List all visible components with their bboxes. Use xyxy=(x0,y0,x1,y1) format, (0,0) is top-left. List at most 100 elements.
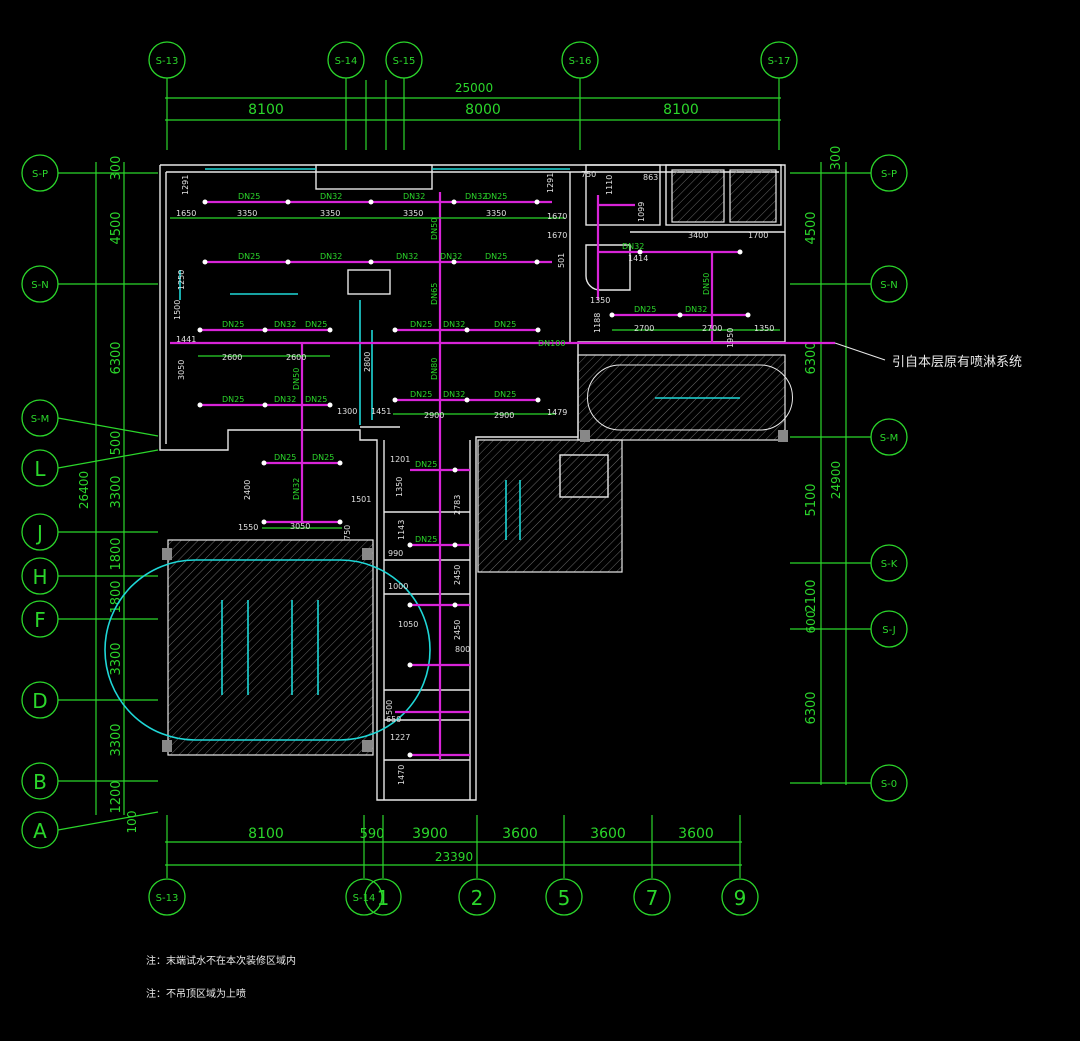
axis-label: S-13 xyxy=(156,56,179,67)
axis-label: 2 xyxy=(471,886,484,910)
pipe-label: DN25 xyxy=(238,192,260,201)
room-dim: 2900 xyxy=(494,411,514,420)
room-dim: 3350 xyxy=(486,209,506,218)
dimension-bottom: 8100 590 3900 3600 3600 3600 23390 xyxy=(165,815,742,878)
room-dim: 3400 xyxy=(688,231,708,240)
room-dim: 1479 xyxy=(547,408,567,417)
axis-label: B xyxy=(33,770,47,794)
room-dim: 3050 xyxy=(177,360,186,380)
axis-bubble-right: S-N xyxy=(870,265,908,303)
pipe-label: DN32 xyxy=(274,320,296,329)
room-dim: 500 xyxy=(385,700,394,715)
axis-label: S-14 xyxy=(335,56,358,67)
pipe-label: DN25 xyxy=(312,453,334,462)
pipe-label: DN25 xyxy=(410,320,432,329)
note-text: 注：末端试水不在本次装修区域内 xyxy=(146,954,296,967)
axis-bubble-bottom: 9 xyxy=(721,878,759,916)
axis-bubble-left: S-N xyxy=(21,265,59,303)
pipe-label: DN32 xyxy=(320,192,342,201)
room-dim: 2783 xyxy=(453,495,462,515)
room-dim: 2400 xyxy=(243,480,252,500)
room-dim: 3350 xyxy=(320,209,340,218)
room-dim: 2600 xyxy=(286,353,306,362)
dim-segment: 6300 xyxy=(804,691,819,724)
axis-bubble-top: S-14 xyxy=(327,41,365,79)
axis-bubble-left: J xyxy=(21,513,59,551)
dimension-right: 300 4500 6300 24900 5100 2100 600 6300 xyxy=(804,146,847,785)
axis-label: S-P xyxy=(32,169,48,180)
axis-bubble-top: S-17 xyxy=(760,41,798,79)
axis-bubbles-right: S-P S-N S-M S-K S-J S-0 xyxy=(790,154,908,802)
axis-label: S-J xyxy=(882,625,895,636)
dim-segment: 4500 xyxy=(109,211,124,244)
room-dim: 1441 xyxy=(176,335,196,344)
axis-label: J xyxy=(35,521,43,545)
axis-bubble-right: S-P xyxy=(870,154,908,192)
room-dim: 1000 xyxy=(388,582,408,591)
room-dim: 1143 xyxy=(397,520,406,540)
room-dim: 3350 xyxy=(237,209,257,218)
pipe-label: DN32 xyxy=(403,192,425,201)
axis-label: S-M xyxy=(31,414,50,425)
axis-bubble-left: A xyxy=(21,811,59,849)
source-note-text: 引自本层原有喷淋系统 xyxy=(892,355,1022,370)
pipe-label: DN25 xyxy=(485,192,507,201)
axis-label: A xyxy=(33,819,47,843)
dim-segment: 100 xyxy=(125,811,139,834)
room-dim: 1201 xyxy=(390,455,410,464)
building-walls xyxy=(159,164,786,801)
pipe-label: DN25 xyxy=(415,535,437,544)
stair-area-left xyxy=(104,539,431,756)
pipe-label: DN32 xyxy=(440,252,462,261)
pipe-label: DN32 xyxy=(320,252,342,261)
room-dim: 1650 xyxy=(176,209,196,218)
pipe-label: DN32 xyxy=(622,242,644,251)
pipe-label: DN32 xyxy=(274,395,296,404)
axis-bubble-bottom: 7 xyxy=(633,878,671,916)
dim-total: 25000 xyxy=(455,81,493,95)
axis-bubble-top: S-13 xyxy=(148,41,186,79)
pipe-label: DN50 xyxy=(430,218,439,240)
dim-segment: 300 xyxy=(109,156,124,181)
dim-segment: 2100 xyxy=(804,579,819,612)
axis-label: L xyxy=(34,457,46,481)
axis-bubble-right: S-M xyxy=(870,418,908,456)
axis-bubble-bottom: 1 xyxy=(364,878,402,916)
dimension-left: 26400 300 4500 6300 500 3300 1800 1800 3… xyxy=(77,156,139,834)
room-dim: 1950 xyxy=(726,328,735,348)
axis-label: S-M xyxy=(880,433,899,444)
room-dim: 750 xyxy=(343,525,352,540)
axis-label: 9 xyxy=(734,886,747,910)
room-dim: 1188 xyxy=(593,313,602,333)
room-dim: 650 xyxy=(386,715,401,724)
drawing-notes: 注：末端试水不在本次装修区域内 注：不吊顶区域为上喷 xyxy=(146,954,296,1000)
pipe-labels: DN25 DN32 DN32 DN32 DN25 DN25 DN32 DN32 … xyxy=(222,192,711,544)
room-dim: 3050 xyxy=(290,522,310,531)
axis-bubble-right: S-K xyxy=(870,544,908,582)
axis-label: F xyxy=(34,608,46,632)
room-dim: 1227 xyxy=(390,733,410,742)
pipe-label: DN32 xyxy=(443,390,465,399)
room-dim: 2450 xyxy=(453,620,462,640)
axis-bubble-left: H xyxy=(21,557,59,595)
pipe-label: DN25 xyxy=(305,320,327,329)
room-dim: 1414 xyxy=(628,254,648,263)
pipe-label: DN25 xyxy=(222,320,244,329)
room-dim: 750 xyxy=(581,170,596,179)
dim-segment: 4500 xyxy=(804,211,819,244)
pipe-label: DN25 xyxy=(410,390,432,399)
pipe-label: DN32 xyxy=(292,478,301,500)
sprinkler-heads xyxy=(197,199,751,758)
axis-label: S-N xyxy=(880,280,897,291)
room-dim: 1291 xyxy=(546,173,555,193)
pipe-label: DN25 xyxy=(274,453,296,462)
axis-bubble-left: F xyxy=(21,600,59,638)
source-note: 引自本层原有喷淋系统 xyxy=(834,342,1022,370)
axis-label: S-K xyxy=(881,559,898,570)
axis-label: S-0 xyxy=(881,779,897,790)
room-dim: 2450 xyxy=(453,565,462,585)
axis-label: S-13 xyxy=(156,893,179,904)
room-dim: 1099 xyxy=(637,202,646,222)
room-dim: 1350 xyxy=(754,324,774,333)
